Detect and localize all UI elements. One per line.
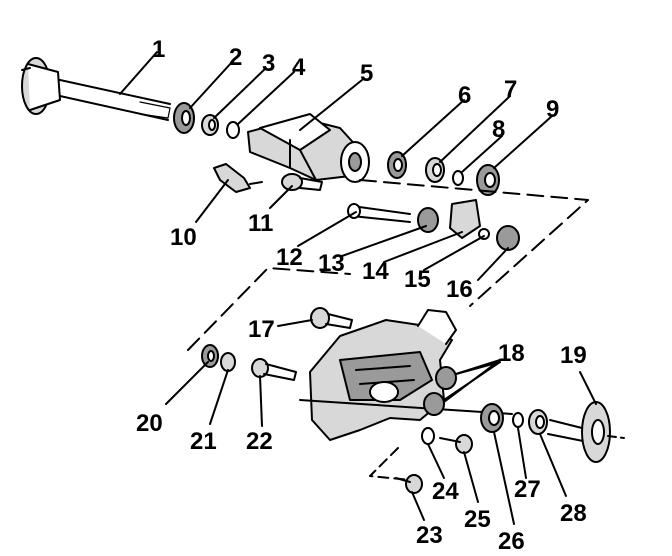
bearing-7 xyxy=(425,157,445,183)
ring-4 xyxy=(226,121,240,139)
callout-16: 16 xyxy=(446,276,473,303)
callout-14: 14 xyxy=(362,258,389,285)
callout-11: 11 xyxy=(248,210,274,237)
callout-9: 9 xyxy=(546,96,560,123)
bolt-23 xyxy=(395,474,423,494)
bearing-28 xyxy=(528,409,548,435)
leader-lines xyxy=(119,51,597,525)
callout-26: 26 xyxy=(498,528,525,555)
callout-7: 7 xyxy=(504,76,518,103)
bolt-17 xyxy=(310,307,353,329)
flange-9 xyxy=(476,164,500,196)
ring-8 xyxy=(452,170,464,186)
callout-6: 6 xyxy=(458,82,472,109)
callout-25: 25 xyxy=(464,506,491,533)
cap-21 xyxy=(220,352,236,372)
bearing-2 xyxy=(173,102,195,134)
bolt-22 xyxy=(251,358,297,381)
ring-27 xyxy=(512,412,524,428)
ring-24 xyxy=(421,427,435,445)
washer-20 xyxy=(201,344,219,368)
callout-18: 18 xyxy=(498,340,525,367)
callout-19: 19 xyxy=(560,342,587,369)
callout-8: 8 xyxy=(492,116,506,143)
callout-3: 3 xyxy=(262,50,276,77)
callout-21: 21 xyxy=(190,428,217,455)
callout-24: 24 xyxy=(432,478,459,505)
callout-2: 2 xyxy=(229,44,243,71)
callout-13: 13 xyxy=(318,250,345,277)
callout-27: 27 xyxy=(514,476,541,503)
vent-10 xyxy=(213,163,263,193)
axle-shaft-19 xyxy=(547,401,625,463)
callout-12: 12 xyxy=(276,244,303,271)
axle-tube-5 xyxy=(247,113,370,183)
callout-23: 23 xyxy=(416,522,443,549)
dashed-bracket-lower xyxy=(369,447,411,481)
callout-22: 22 xyxy=(246,428,273,455)
seal-26 xyxy=(480,403,504,433)
callout-20: 20 xyxy=(136,410,163,437)
callout-28: 28 xyxy=(560,500,587,527)
bolt-25 xyxy=(439,434,473,454)
callout-15: 15 xyxy=(404,266,431,293)
callout-17: 17 xyxy=(248,316,275,343)
axle-shaft xyxy=(21,57,171,121)
callout-5: 5 xyxy=(360,60,374,87)
seal-6 xyxy=(387,151,407,179)
callout-10: 10 xyxy=(170,224,197,251)
callout-4: 4 xyxy=(292,54,306,81)
callout-1: 1 xyxy=(152,36,166,63)
fitting-11 xyxy=(281,173,323,191)
seal-3 xyxy=(201,114,219,136)
